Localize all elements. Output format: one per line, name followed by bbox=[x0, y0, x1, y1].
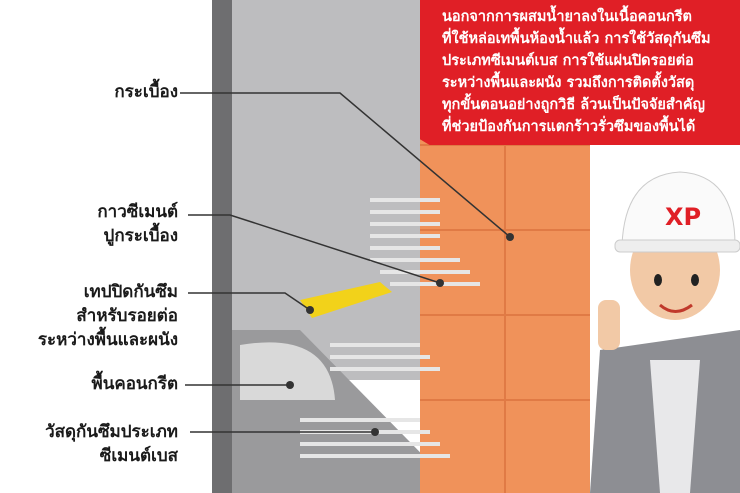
label-line: สำหรับรอยต่อ bbox=[76, 306, 178, 326]
label-line: ซีเมนต์เบส bbox=[99, 446, 178, 466]
label-cement-waterproofing: วัสดุกันซึมประเภท ซีเมนต์เบส bbox=[45, 420, 178, 468]
label-line: พื้นคอนกรีต bbox=[91, 374, 179, 394]
pointer-dot bbox=[286, 381, 294, 389]
svg-text:XP: XP bbox=[665, 203, 701, 231]
note-line: ระหว่างพื้นและผนัง รวมถึงการติดตั้งวัสดุ bbox=[442, 75, 695, 91]
label-line: กระเบื้อง bbox=[114, 82, 178, 102]
label-line: ระหว่างพื้นและผนัง bbox=[37, 330, 178, 350]
pointer-dot bbox=[306, 306, 314, 314]
engineer-character: XP bbox=[590, 171, 740, 493]
label-tile: กระเบื้อง bbox=[114, 80, 178, 104]
info-note-box: นอกจากการผสมน้ำยาลงในเนื้อคอนกรีต ที่ใช้… bbox=[420, 0, 740, 145]
note-line: ที่ช่วยป้องกันการแตกร้าวรั่วซึมของพื้นได… bbox=[442, 119, 696, 135]
concrete-wall-face bbox=[232, 0, 420, 380]
note-line: นอกจากการผสมน้ำยาลงในเนื้อคอนกรีต bbox=[442, 9, 692, 25]
pointer-dot bbox=[506, 233, 514, 241]
note-line: ทุกขั้นตอนอย่างถูกวิธี ล้วนเป็นปัจจัยสำค… bbox=[442, 97, 705, 113]
label-line: เทปปิดกันซึม bbox=[83, 282, 178, 302]
label-waterproof-tape: เทปปิดกันซึม สำหรับรอยต่อ ระหว่างพื้นและ… bbox=[38, 280, 178, 352]
pointer-dot bbox=[371, 428, 379, 436]
label-tile-adhesive: กาวซีเมนต์ ปูกระเบื้อง bbox=[97, 200, 178, 248]
label-concrete-floor: พื้นคอนกรีต bbox=[92, 372, 179, 396]
note-line: ที่ใช้หล่อเทพื้นห้องน้ำแล้ว การใช้วัสดุก… bbox=[442, 31, 711, 47]
label-line: กาวซีเมนต์ bbox=[97, 202, 178, 222]
label-line: วัสดุกันซึมประเภท bbox=[45, 422, 178, 442]
note-line: ประเภทซีเมนต์เบส การใช้แผ่นปิดรอยต่อ bbox=[442, 53, 694, 69]
label-line: ปูกระเบื้อง bbox=[103, 226, 178, 246]
pointer-dot bbox=[436, 279, 444, 287]
waterproof-tape bbox=[300, 282, 392, 318]
